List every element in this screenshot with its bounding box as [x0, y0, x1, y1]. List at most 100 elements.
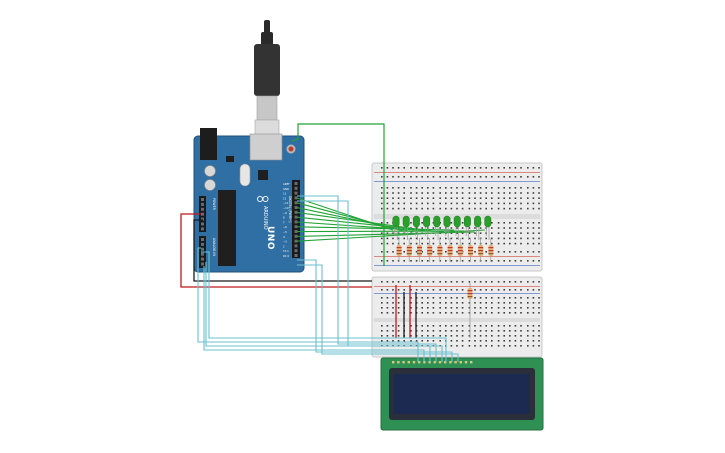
breadboard-hole — [445, 251, 447, 253]
breadboard-hole — [386, 340, 389, 342]
breadboard-hole — [403, 340, 405, 342]
breadboard-hole — [509, 242, 511, 245]
breadboard-hole — [497, 260, 500, 262]
breadboard-hole — [403, 192, 405, 194]
breadboard-hole — [474, 167, 476, 169]
breadboard-hole — [456, 312, 458, 314]
wire-red-5v — [180, 213, 372, 288]
breadboard-hole — [410, 242, 412, 245]
breadboard-hole — [381, 281, 383, 283]
breadboard-hole — [386, 307, 389, 309]
breadboard-hole — [527, 330, 529, 332]
breadboard-hole — [427, 335, 429, 337]
breadboard-hole — [415, 242, 418, 245]
header-pin — [294, 239, 298, 243]
header-pin — [201, 227, 204, 231]
breadboard-hole — [479, 297, 482, 299]
breadboard-hole — [520, 307, 522, 309]
breadboard-hole — [520, 227, 522, 229]
breadboard-hole — [450, 289, 453, 291]
breadboard-hole — [432, 312, 435, 314]
wire-green — [296, 211, 424, 231]
breadboard-hole — [485, 207, 487, 210]
breadboard-hole — [538, 302, 540, 304]
breadboard-hole — [381, 237, 383, 240]
breadboard-hole — [397, 335, 400, 337]
breadboard-hole — [485, 202, 487, 205]
breadboard-hole — [474, 297, 476, 299]
breadboard-hole — [527, 222, 529, 224]
breadboard-hole — [509, 167, 511, 169]
breadboard-hole — [527, 335, 529, 337]
arduino-uno-board[interactable]: ARDUINO UNO DIGITAL (PWM~) POWER ANALOG … — [193, 128, 305, 273]
breadboard-hole — [509, 302, 511, 304]
breadboard-hole — [491, 232, 493, 234]
breadboard-hole — [538, 260, 540, 262]
breadboard-hole — [468, 330, 471, 332]
breadboard-bottom[interactable] — [371, 276, 543, 358]
lcd-pin — [423, 361, 426, 364]
breadboard-hole — [439, 237, 441, 240]
breadboard-hole — [503, 202, 505, 205]
breadboard-hole — [485, 197, 487, 199]
model-label: UNO — [265, 226, 275, 250]
breadboard-hole — [427, 340, 429, 342]
breadboard-hole — [427, 289, 429, 291]
breadboard-hole — [403, 242, 405, 245]
breadboard-hole — [461, 345, 464, 347]
breadboard-hole — [497, 297, 500, 299]
breadboard-hole — [432, 251, 435, 253]
breadboard-hole — [485, 307, 487, 309]
led — [402, 215, 410, 228]
breadboard-hole — [386, 232, 389, 234]
breadboard-hole — [520, 340, 522, 342]
breadboard-hole — [527, 242, 529, 245]
breadboard-hole — [456, 330, 458, 332]
breadboard-hole — [439, 325, 441, 327]
led — [474, 215, 482, 228]
breadboard-hole — [386, 237, 389, 240]
wire-teal — [205, 262, 431, 362]
breadboard-hole — [415, 237, 418, 240]
breadboard-hole — [514, 307, 517, 309]
breadboard-hole — [392, 340, 394, 342]
breadboard-hole — [410, 187, 412, 189]
breadboard-hole — [509, 232, 511, 234]
resistor-band — [427, 247, 433, 249]
breadboard-hole — [397, 167, 400, 169]
breadboard-hole — [432, 289, 435, 291]
breadboard-hole — [392, 302, 394, 304]
resistor[interactable] — [467, 283, 473, 338]
breadboard-hole — [461, 222, 464, 224]
breadboard-hole — [538, 307, 540, 309]
breadboard-hole — [432, 340, 435, 342]
breadboard-hole — [445, 187, 447, 189]
breadboard-hole — [538, 325, 540, 327]
breadboard-hole — [392, 176, 394, 178]
lcd-pin — [449, 361, 452, 364]
wire-teal — [201, 251, 447, 362]
pin-label: 4 — [283, 235, 285, 239]
breadboard-hole — [386, 192, 389, 194]
breadboard-hole — [514, 260, 517, 262]
breadboard-hole — [421, 325, 423, 327]
breadboard-hole — [392, 237, 394, 240]
resistor-band — [457, 250, 463, 252]
breadboard-hole — [468, 312, 471, 314]
breadboard-hole — [532, 297, 535, 299]
breadboard-hole — [461, 242, 464, 245]
breadboard-hole — [514, 222, 517, 224]
breadboard-hole — [445, 307, 447, 309]
breadboard-hole — [474, 197, 476, 199]
lcd-module[interactable] — [380, 357, 544, 431]
breadboard-hole — [403, 281, 405, 283]
breadboard-hole — [503, 222, 505, 224]
breadboard-hole — [392, 167, 394, 169]
breadboard-hole — [392, 187, 394, 189]
breadboard-hole — [421, 237, 423, 240]
pin-label: 7 — [283, 220, 285, 224]
breadboard-hole — [491, 307, 493, 309]
breadboard-hole — [520, 345, 522, 347]
resistor-band — [488, 253, 494, 255]
breadboard-hole — [503, 192, 505, 194]
